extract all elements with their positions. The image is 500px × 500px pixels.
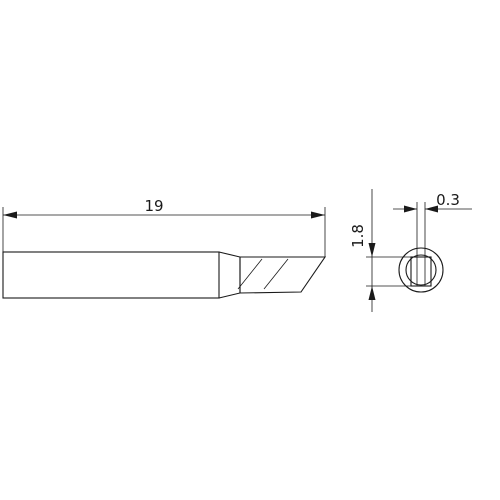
end-view-outer-circle [398, 247, 444, 293]
end-view-inner-circle [405, 254, 437, 286]
thickness-dimension-label: 0.3 [436, 191, 460, 209]
tip-end-view [398, 247, 444, 293]
blade-bevel-line [237, 258, 263, 290]
arrow-head [311, 211, 325, 219]
arrow-head [425, 205, 438, 213]
arrow-head [404, 205, 417, 213]
tip-shaft [2, 251, 220, 299]
tip-side-view [2, 251, 327, 299]
end-view-blade-section [410, 256, 432, 287]
blade-bevel-line [263, 258, 289, 290]
height-dimension-label: 1.8 [349, 224, 367, 248]
arrow-head [368, 243, 376, 257]
tip-taper [218, 251, 241, 299]
arrow-head [368, 286, 376, 300]
thickness-dimension: 0.3 [393, 191, 472, 257]
height-dimension: 1.8 [349, 189, 411, 312]
arrow-head [3, 211, 17, 219]
length-dimension: 19 [2, 197, 326, 257]
length-dimension-label: 19 [144, 197, 163, 215]
tip-blade [239, 256, 327, 294]
